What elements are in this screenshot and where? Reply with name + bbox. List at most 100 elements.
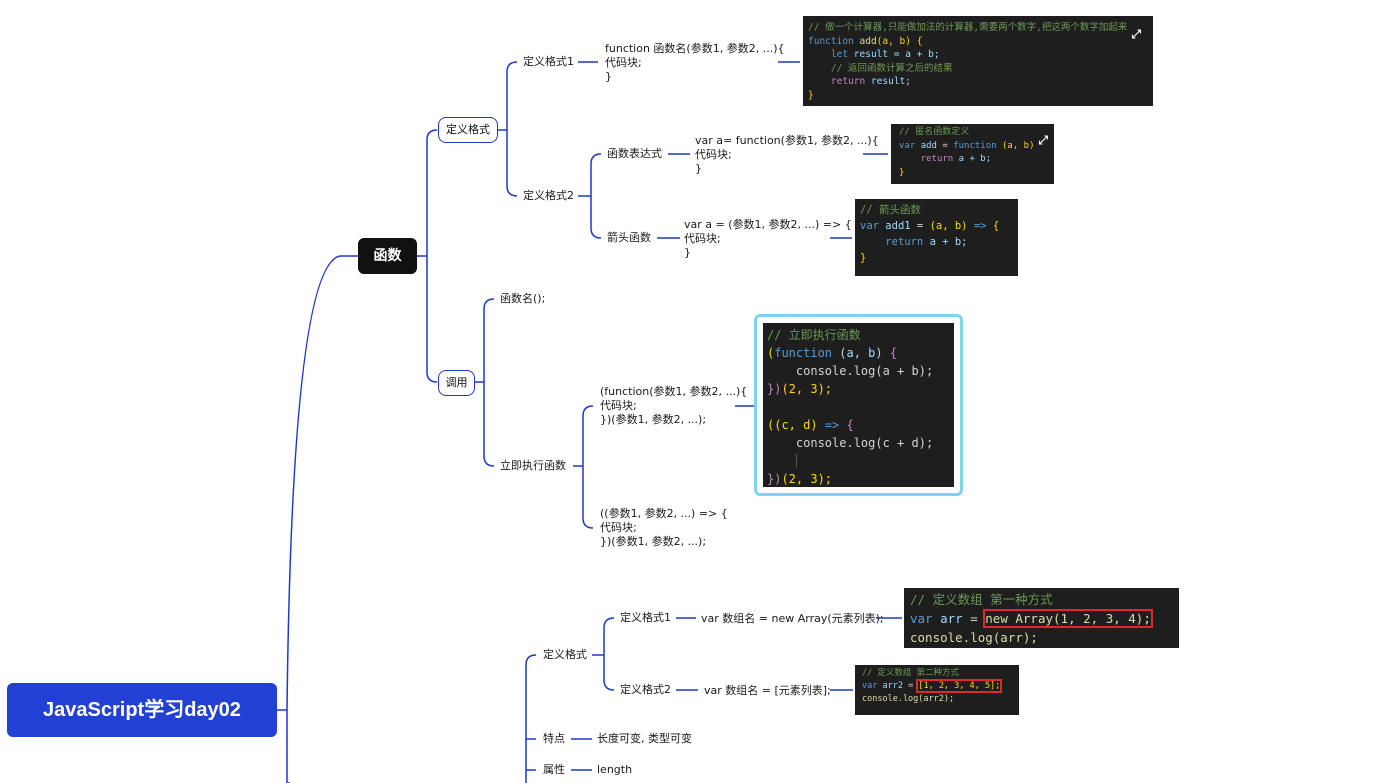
code-comment: // 立即执行函数 bbox=[767, 328, 861, 342]
root-node[interactable]: JavaScript学习day02 bbox=[7, 683, 277, 737]
code-keyword: return bbox=[920, 154, 954, 164]
code-text: console.log(a + b); bbox=[795, 364, 934, 378]
define-format-label: 定义格式 bbox=[446, 123, 490, 136]
code-keyword: var bbox=[899, 140, 916, 151]
props-text: length bbox=[597, 763, 633, 776]
call-simple-label: 函数名(); bbox=[500, 292, 546, 305]
expand-icon[interactable]: ⤢ bbox=[1038, 133, 1048, 147]
array-format1-syntax: var 数组名 = new Array(元素列表); bbox=[701, 612, 884, 626]
code-brace: }) bbox=[767, 382, 782, 396]
array-props-label: 属性 bbox=[543, 763, 565, 776]
iife-node[interactable]: 立即执行函数 bbox=[500, 459, 566, 473]
function-expression-label: 函数表达式 bbox=[607, 147, 662, 160]
syntax-line: function 函数名(参数1, 参数2, ...){ bbox=[605, 42, 785, 55]
array-props-value: length bbox=[597, 763, 632, 777]
code-keyword: var bbox=[860, 220, 879, 232]
code-snippet-array1[interactable]: // 定义数组 第一种方式 var arr = new Array(1, 2, … bbox=[904, 588, 1179, 648]
expand-icon[interactable]: ⤢ bbox=[1131, 27, 1141, 41]
code-text: (a, b) bbox=[1002, 140, 1035, 151]
code-snippet-anonymous[interactable]: // 匿名函数定义 var add = function (a, b) retu… bbox=[891, 124, 1054, 184]
functions-node[interactable]: 函数 bbox=[358, 238, 417, 274]
define-format2-node[interactable]: 定义格式2 bbox=[523, 189, 574, 203]
code-text: (2, 3); bbox=[781, 382, 833, 396]
code-text: (a, b) bbox=[929, 220, 968, 232]
syntax-line: } bbox=[605, 70, 612, 83]
syntax-line: })(参数1, 参数2, ...); bbox=[600, 413, 707, 426]
array-features-label: 特点 bbox=[543, 732, 565, 745]
code-op: => bbox=[824, 418, 840, 432]
code-op: = bbox=[908, 681, 914, 691]
code-keyword: var bbox=[862, 681, 878, 691]
code-comment: // 箭头函数 bbox=[860, 204, 921, 216]
code-keyword: function bbox=[808, 35, 854, 47]
code-text: console.log(arr); bbox=[910, 630, 1038, 645]
code-text: result; bbox=[870, 76, 911, 87]
code-brace: } bbox=[808, 89, 814, 101]
syntax-line: 代码块; bbox=[600, 521, 637, 534]
arrow-function-label: 箭头函数 bbox=[607, 231, 651, 244]
syntax-line: var a= function(参数1, 参数2, ...){ bbox=[695, 134, 879, 147]
syntax-line: var 数组名 = [元素列表]; bbox=[704, 684, 831, 697]
code-op: = bbox=[970, 611, 978, 626]
syntax-line: var 数组名 = new Array(元素列表); bbox=[701, 612, 884, 625]
code-var: add1 bbox=[885, 220, 911, 232]
define-format1-node[interactable]: 定义格式1 bbox=[523, 55, 574, 69]
syntax-line: 代码块; bbox=[695, 148, 732, 161]
syntax-line: 代码块; bbox=[605, 56, 642, 69]
array-define-label: 定义格式 bbox=[543, 648, 587, 661]
code-keyword: function bbox=[953, 140, 997, 151]
arrow-function-syntax: var a = (参数1, 参数2, ...) => { 代码块; } bbox=[684, 218, 852, 260]
code-brace: { bbox=[846, 418, 854, 432]
code-highlight: [1, 2, 3, 4, 5]; bbox=[916, 679, 1003, 693]
syntax-line: 代码块; bbox=[600, 399, 637, 412]
array-format2-syntax: var 数组名 = [元素列表]; bbox=[704, 684, 831, 698]
code-keyword: return bbox=[830, 76, 866, 87]
code-text: ((c, d) bbox=[767, 418, 818, 432]
array-props-node[interactable]: 属性 bbox=[543, 763, 565, 777]
code-brace: { bbox=[992, 220, 1000, 232]
code-keyword: var bbox=[910, 611, 933, 626]
code-var: arr bbox=[940, 611, 963, 626]
define-format1-syntax: function 函数名(参数1, 参数2, ...){ 代码块; } bbox=[605, 42, 785, 84]
call-simple-node[interactable]: 函数名(); bbox=[500, 292, 545, 306]
code-op: => bbox=[973, 220, 987, 232]
code-keyword: let bbox=[830, 49, 849, 60]
define-format1-label: 定义格式1 bbox=[523, 55, 574, 68]
syntax-line: ((参数1, 参数2, ...) => { bbox=[600, 507, 728, 520]
code-keyword: function bbox=[774, 346, 833, 360]
syntax-line: 代码块; bbox=[684, 232, 721, 245]
syntax-line: } bbox=[684, 246, 691, 259]
array-define-node[interactable]: 定义格式 bbox=[543, 648, 587, 662]
array-format2-label: 定义格式2 bbox=[620, 683, 671, 696]
array-format1-node[interactable]: 定义格式1 bbox=[620, 611, 671, 625]
code-snippet-array2[interactable]: // 定义数组 第二种方式 var arr2 = [1, 2, 3, 4, 5]… bbox=[855, 665, 1019, 715]
define-format2-label: 定义格式2 bbox=[523, 189, 574, 202]
syntax-line: (function(参数1, 参数2, ...){ bbox=[600, 385, 748, 398]
define-format-node[interactable]: 定义格式 bbox=[438, 117, 498, 143]
code-text: (a, b) { bbox=[876, 35, 923, 47]
call-label: 调用 bbox=[445, 376, 468, 389]
functions-title: 函数 bbox=[373, 248, 402, 264]
syntax-line: })(参数1, 参数2, ...); bbox=[600, 535, 707, 548]
code-fn-name: add bbox=[859, 35, 877, 47]
root-title: JavaScript学习day02 bbox=[43, 699, 241, 721]
iife-syntax-1: (function(参数1, 参数2, ...){ 代码块; })(参数1, 参… bbox=[600, 385, 747, 427]
code-text: a + b; bbox=[958, 154, 992, 164]
code-brace: }) bbox=[767, 472, 782, 486]
code-snippet-add[interactable]: // 做一个计算器,只能做加法的计算器,需要两个数字,把这两个数字加起来 fun… bbox=[803, 16, 1153, 106]
code-comment: // 定义数组 第一种方式 bbox=[910, 592, 1053, 607]
array-format1-label: 定义格式1 bbox=[620, 611, 671, 624]
arrow-function-node[interactable]: 箭头函数 bbox=[607, 231, 651, 245]
array-features-node[interactable]: 特点 bbox=[543, 732, 565, 746]
syntax-line: var a = (参数1, 参数2, ...) => { bbox=[684, 218, 852, 231]
code-text: (a, b) bbox=[839, 346, 883, 360]
code-text: (2, 3); bbox=[781, 472, 833, 486]
code-brace: } bbox=[860, 252, 867, 264]
code-brace: { bbox=[889, 346, 898, 360]
array-format2-node[interactable]: 定义格式2 bbox=[620, 683, 671, 697]
iife-code-frame[interactable]: // 立即执行函数 (function (a, b) { console.log… bbox=[754, 314, 963, 496]
code-text: console.log(arr2); bbox=[862, 694, 955, 704]
code-snippet-arrow[interactable]: // 箭头函数 var add1 = (a, b) => { return a … bbox=[855, 199, 1018, 276]
function-expression-node[interactable]: 函数表达式 bbox=[607, 147, 662, 161]
call-node[interactable]: 调用 bbox=[438, 370, 475, 396]
